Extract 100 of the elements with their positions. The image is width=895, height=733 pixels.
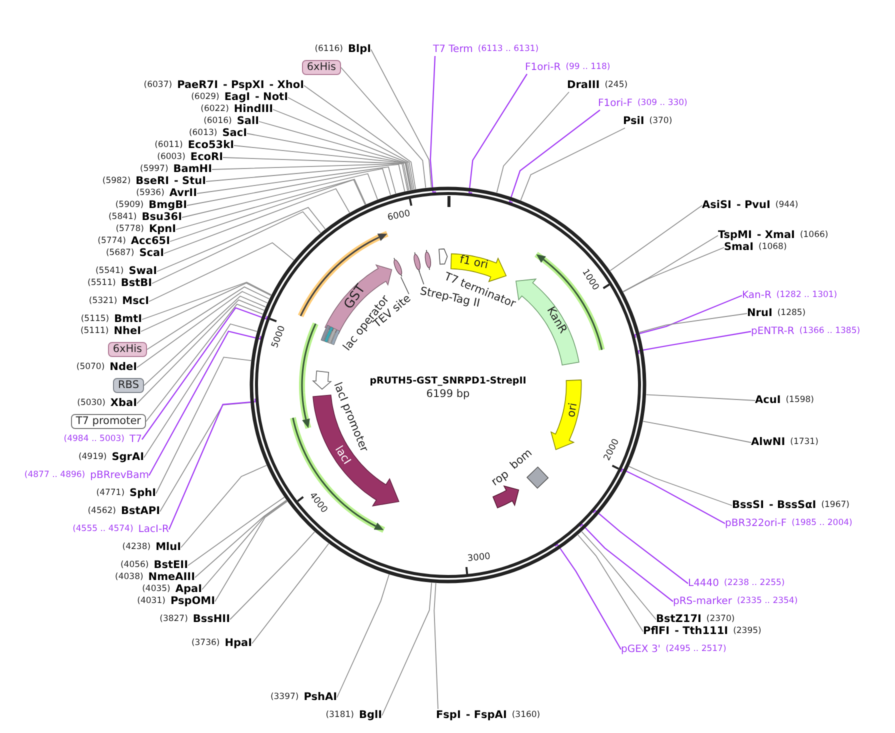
leader-line (176, 178, 366, 230)
enzyme-name: ScaI (139, 247, 164, 260)
enzyme-name: SphI (130, 487, 156, 500)
enzyme-name: NruI (747, 307, 772, 320)
primer-name: pBRrevBam (90, 469, 149, 482)
site-position: (1285) (777, 307, 806, 320)
site-position: (5909) (115, 199, 144, 212)
site-position: (5982) (102, 175, 131, 188)
leader-line (142, 282, 272, 320)
enzyme-name: PaeR7I (177, 79, 218, 92)
enzyme-name: AcuI (755, 394, 781, 407)
primer-name: Kan-R (742, 289, 772, 302)
site-position: (5111) (80, 325, 109, 338)
primer-range: (1282 .. 1301) (776, 289, 838, 302)
primer-name: T7 Term (433, 43, 473, 56)
primer-name: pGEX 3' (621, 643, 661, 656)
site-position: (4035) (142, 583, 170, 596)
enzyme-name: BglI (358, 709, 382, 722)
enzyme-name: FspI (436, 709, 461, 722)
primer-range: (4877 .. 4896) (24, 469, 86, 482)
site-position: (6003) (157, 151, 186, 164)
leader-line (170, 179, 366, 242)
site-position: (3827) (160, 613, 188, 626)
site-position: (6022) (200, 103, 229, 116)
leader-line (554, 544, 622, 650)
enzyme-name: Eco53kI (188, 139, 234, 152)
primer-name: F1ori-F (598, 97, 632, 110)
site-position: (5115) (80, 313, 110, 326)
enzyme-name: AlwNI (751, 436, 786, 449)
site-position: (5687) (106, 247, 134, 260)
site-position: (6037) (144, 79, 172, 92)
site-position: (4919) (78, 451, 107, 464)
leader-line (214, 500, 288, 602)
site-position: (6013) (188, 127, 218, 140)
enzyme-name: BssSI (732, 499, 764, 512)
feature-tag: 6xHis (302, 60, 341, 75)
enzyme-name: SmaI (724, 241, 754, 254)
enzyme-name: DraIII (567, 79, 600, 92)
leader-line (580, 524, 674, 602)
leader-line (234, 145, 411, 191)
leader-line (304, 85, 416, 190)
leader-line (144, 296, 266, 386)
enzyme-name: - PvuI (736, 199, 770, 212)
feature-label: f1 ori (458, 252, 490, 272)
primer-range: (1985 .. 2004) (792, 517, 852, 530)
leader-line (382, 582, 432, 716)
leader-line (196, 166, 396, 194)
leader-line (468, 74, 528, 194)
enzyme-name: - BssSαI (768, 499, 816, 512)
site-position: (5511) (88, 277, 116, 290)
enzyme-name: PshAI (304, 691, 337, 704)
plasmid-name: pRUTH5-GST_SNRPD1-StrepII (370, 376, 526, 386)
leader-line (186, 168, 391, 206)
enzyme-name: BstBI (120, 277, 152, 290)
feature-label: ori (564, 402, 580, 418)
site-position: (1731) (790, 436, 818, 449)
site-position: (3160) (512, 709, 540, 722)
leader-line (430, 56, 436, 193)
primer-name: pRS-marker (673, 595, 732, 608)
enzyme-name: BamHI (173, 163, 212, 176)
leader-line (148, 242, 294, 302)
enzyme-name: ApaI (175, 583, 202, 596)
leader-line (194, 500, 287, 578)
site-position: (3736) (191, 637, 220, 650)
leader-line (336, 574, 390, 698)
primer-name: F1ori-R (525, 61, 561, 74)
enzyme-name: SgrAI (112, 451, 144, 464)
enzyme-name: XbaI (110, 397, 137, 410)
leader-line (622, 247, 724, 292)
enzyme-name: MluI (156, 541, 181, 554)
site-position: (5541) (95, 265, 124, 278)
primer-name: pENTR-R (751, 325, 794, 338)
site-position: (4031) (137, 595, 166, 608)
site-position: (1967) (821, 499, 850, 512)
enzyme-name: - PspXI (222, 79, 264, 92)
site-position: (5778) (116, 223, 144, 236)
site-position: (1598) (786, 394, 814, 407)
site-position: (5030) (77, 397, 106, 410)
enzyme-name: PspOMI (170, 595, 215, 608)
primer-name: pBR322ori-F (725, 517, 787, 530)
site-position: (4056) (120, 559, 149, 572)
leader-line (156, 356, 252, 494)
enzyme-name: Bsu36I (142, 211, 182, 224)
site-position: (5774) (98, 235, 126, 248)
leader-line (610, 205, 702, 272)
primer-range: (4555 .. 4574) (72, 523, 134, 536)
site-position: (4771) (96, 487, 125, 500)
leader-line (144, 323, 258, 458)
leader-line (160, 402, 251, 512)
leader-line (638, 313, 748, 333)
site-position: (4238) (122, 541, 151, 554)
enzyme-name: MscI (122, 295, 149, 308)
leader-line (230, 531, 315, 620)
primer-name: LacI-R (138, 523, 169, 536)
tick-label: 6000 (387, 208, 412, 224)
enzyme-name: BseRI (136, 175, 170, 188)
leader-line (581, 531, 656, 620)
enzyme-name: AvrII (169, 187, 197, 200)
leader-line (146, 304, 264, 422)
leader-line (168, 398, 256, 530)
